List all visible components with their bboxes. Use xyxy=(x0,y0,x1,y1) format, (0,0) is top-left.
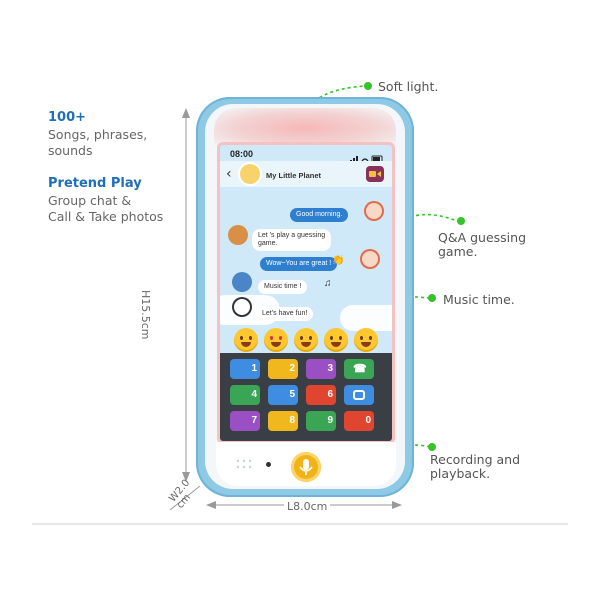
phone-handset-icon: ☎ xyxy=(353,363,367,375)
key-4[interactable]: 4 xyxy=(230,385,260,405)
bunny-avatar xyxy=(364,201,384,221)
video-call-icon[interactable] xyxy=(366,166,384,182)
speaker-grille xyxy=(234,455,260,475)
speaker-grille-icon xyxy=(236,459,252,469)
callout-music: Music time. xyxy=(443,292,515,307)
camera-icon xyxy=(353,390,365,400)
callout-soft-light: Soft light. xyxy=(378,79,439,94)
callout-qa-line2: game. xyxy=(438,244,478,259)
key-2[interactable]: 2 xyxy=(268,359,298,379)
chat-message: Wow~You are great ! xyxy=(260,257,338,271)
feature-line: sounds xyxy=(48,143,93,158)
dim-length-label: L8.0cm xyxy=(284,500,331,513)
chat-message: Good morning. xyxy=(290,208,349,222)
chat-message: Let 's play a guessing game. xyxy=(252,229,332,251)
key-5[interactable]: 5 xyxy=(268,385,298,405)
back-chevron-icon[interactable]: ‹ xyxy=(226,166,232,182)
feature-line: Group chat & xyxy=(48,193,132,208)
emoji-tears-joy-icon[interactable] xyxy=(324,328,348,352)
microphone-hole xyxy=(266,462,271,467)
emoji-grin-icon[interactable] xyxy=(354,328,378,352)
key-3[interactable]: 3 xyxy=(306,359,336,379)
dog-avatar xyxy=(232,272,252,292)
cloud xyxy=(340,305,392,331)
key-8[interactable]: 8 xyxy=(268,411,298,431)
chat-title: My Little Planet xyxy=(266,171,322,180)
key-phone[interactable]: ☎ xyxy=(344,359,374,379)
key-0[interactable]: 0 xyxy=(344,411,374,431)
callout-dot xyxy=(457,217,465,225)
soft-light-glow xyxy=(214,108,396,148)
music-note-icon: ♫ xyxy=(324,278,332,289)
callout-rec-line2: playback. xyxy=(430,466,491,481)
cat-avatar xyxy=(228,225,248,245)
status-time: 08:00 xyxy=(230,149,254,159)
feature-title-pretend-play: Pretend Play xyxy=(48,176,142,191)
feature-line: Songs, phrases, xyxy=(48,127,148,142)
key-6[interactable]: 6 xyxy=(306,385,336,405)
keypad: 1 2 3 ☎ 4 5 6 7 8 9 0 xyxy=(220,353,392,441)
key-9[interactable]: 9 xyxy=(306,411,336,431)
emoji-heart-eyes-icon[interactable] xyxy=(264,328,288,352)
key-camera[interactable] xyxy=(344,385,374,405)
feature-title-count: 100+ xyxy=(48,110,87,125)
callout-dot xyxy=(364,82,372,90)
chat-message: Let's have fun! xyxy=(256,307,314,321)
chat-message-line: game. xyxy=(258,240,278,247)
callout-dot xyxy=(428,443,436,451)
status-icons xyxy=(350,150,384,163)
feature-line: Call & Take photos xyxy=(48,209,164,224)
key-1[interactable]: 1 xyxy=(230,359,260,379)
panda-avatar xyxy=(232,297,252,317)
dim-height-label: H15.5cm xyxy=(139,290,152,340)
clap-icon: 👏 xyxy=(332,255,345,266)
key-7[interactable]: 7 xyxy=(230,411,260,431)
callout-qa-line1: Q&A guessing xyxy=(438,230,527,245)
emoji-wink-icon[interactable] xyxy=(294,328,318,352)
planet-avatar xyxy=(240,164,260,184)
callout-rec-line1: Recording and xyxy=(430,452,521,467)
callout-dot xyxy=(428,294,436,302)
bunny-avatar xyxy=(360,249,380,269)
chat-message: Music time ! xyxy=(258,280,308,294)
emoji-laugh-icon[interactable] xyxy=(234,328,258,352)
chat-message-line: Let 's play a guessing xyxy=(258,232,326,239)
record-button[interactable] xyxy=(291,452,321,482)
phone-screen: 08:00 ‹ My Little Planet Good morning. L… xyxy=(220,145,392,441)
microphone-icon xyxy=(299,459,313,475)
